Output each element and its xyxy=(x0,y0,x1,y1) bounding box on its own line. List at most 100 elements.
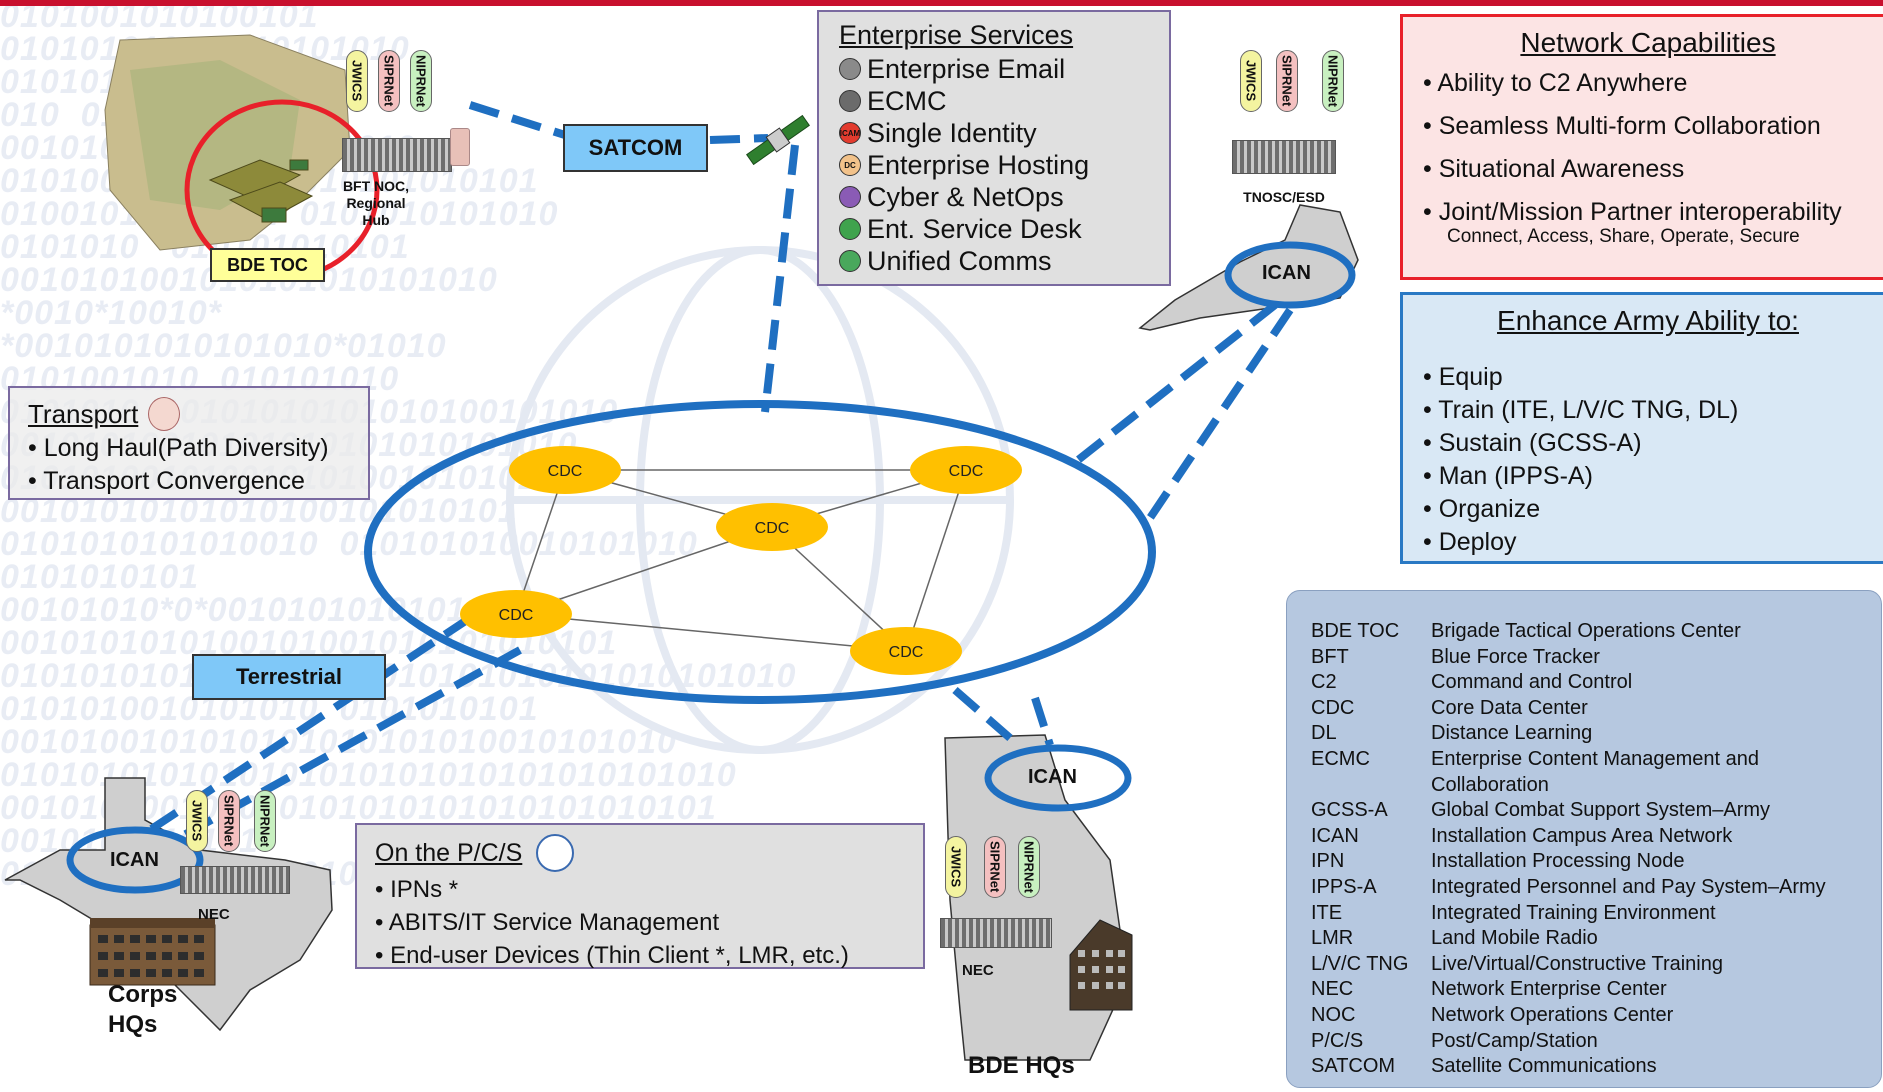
cdc-label: CDC xyxy=(499,607,534,624)
enhance-item: • Deploy xyxy=(1423,528,1517,556)
capability-item: • Situational Awareness xyxy=(1423,155,1685,183)
on-pcs-item: • ABITS/IT Service Management xyxy=(375,909,720,936)
enterprise-service-label: Ent. Service Desk xyxy=(867,213,1082,244)
siprnet-tag: SIPRNet xyxy=(218,790,240,852)
enterprise-service-item: Cyber & NetOps xyxy=(839,181,1169,213)
bde-toc-label: BDE TOC xyxy=(210,248,325,282)
legend-definition: Land Mobile Radio xyxy=(1431,927,1598,950)
legend-definition: Blue Force Tracker xyxy=(1431,645,1600,668)
legend-abbr: IPPS-A xyxy=(1311,875,1377,898)
enterprise-service-label: ECMC xyxy=(867,85,947,116)
enterprise-service-label: Enterprise Hosting xyxy=(867,149,1090,180)
service-desk-icon xyxy=(839,218,861,240)
transport-tower-icon xyxy=(148,397,181,431)
legend-row: L/V/C TNG Live/Virtual/Constructive Train… xyxy=(1311,952,1881,978)
enterprise-service-label: Single Identity xyxy=(867,117,1037,148)
jwics-tag: JWICS xyxy=(186,790,208,852)
nec-ga-label: NEC xyxy=(962,962,994,979)
enhance-item: • Equip xyxy=(1423,363,1503,391)
niprnet-tag: NIPRNet xyxy=(254,790,276,852)
legend-definition: Command and Control xyxy=(1431,671,1633,694)
core-network-ring xyxy=(364,400,1156,704)
legend-abbr: GCSS-A xyxy=(1311,799,1388,822)
on-pcs-title: On the P/C/S xyxy=(375,838,523,867)
legend-row: C2 Command and Control xyxy=(1311,670,1881,696)
legend-abbr: C2 xyxy=(1311,671,1337,694)
cdc-label: CDC xyxy=(889,644,924,661)
enhance-item: • Train (ITE, L/V/C TNG, DL) xyxy=(1423,396,1739,424)
legend-definition: Live/Virtual/Constructive Training xyxy=(1431,952,1723,975)
legend-row: IPPS-A Integrated Personnel and Pay Syste… xyxy=(1311,875,1881,901)
nec-tx-label: NEC xyxy=(198,906,230,923)
enhance-army-panel: Enhance Army Ability to: • Equip • Train… xyxy=(1400,292,1883,564)
cdc-node: CDC xyxy=(716,503,828,551)
legend-abbr: P/C/S xyxy=(1311,1029,1364,1052)
cdc-node: CDC xyxy=(850,627,962,675)
enterprise-service-label: Unified Comms xyxy=(867,245,1052,276)
legend-definition: Global Combat Support System–Army xyxy=(1431,799,1771,822)
legend-abbr: BDE TOC xyxy=(1311,620,1400,642)
jwics-tag: JWICS xyxy=(1240,50,1262,112)
capability-item: • Ability to C2 Anywhere xyxy=(1423,69,1688,97)
legend-definition: Integrated Personnel and Pay System–Army xyxy=(1431,875,1826,898)
ican-ring-tx xyxy=(66,826,204,894)
legend-definition: Post/Camp/Station xyxy=(1431,1029,1598,1052)
enterprise-service-item: Unified Comms xyxy=(839,245,1169,277)
dc-icon: DC xyxy=(839,154,861,176)
cdc-label: CDC xyxy=(548,463,583,480)
ican-ring-ga xyxy=(984,744,1132,812)
legend-row: ITE Integrated Training Environment xyxy=(1311,901,1881,927)
legend-abbr: ECMC xyxy=(1311,747,1370,770)
enhance-item: • Man (IPPS-A) xyxy=(1423,462,1593,490)
briefcase-icon xyxy=(839,186,861,208)
transport-item: • Transport Convergence xyxy=(28,467,305,495)
enterprise-services-title: Enterprise Services xyxy=(839,20,1074,50)
niprnet-tag: NIPRNet xyxy=(1018,836,1040,898)
cdc-node: CDC xyxy=(460,590,572,638)
base-icon xyxy=(536,834,575,872)
legend-abbr: NEC xyxy=(1311,978,1354,1001)
legend-abbr: ICAN xyxy=(1311,824,1359,847)
ican-ring-va xyxy=(1224,241,1356,309)
legend-abbr: ITE xyxy=(1311,901,1343,924)
legend-definition: Installation Processing Node xyxy=(1431,850,1685,873)
legend-abbr: L/V/C TNG xyxy=(1311,952,1409,975)
ican-ga-label: ICAN xyxy=(1028,766,1077,788)
legend-abbr: IPN xyxy=(1311,850,1345,873)
cdc-node: CDC xyxy=(910,446,1022,494)
transport-panel: Transport • Long Haul(Path Diversity) • … xyxy=(8,386,370,500)
nec-ga-server-icon xyxy=(940,918,1052,948)
network-capabilities-title: Network Capabilities xyxy=(1520,27,1776,58)
bde-hqs-label: BDE HQs xyxy=(968,1052,1075,1079)
virginia-map xyxy=(1138,204,1359,331)
network-capabilities-panel: Network Capabilities • Ability to C2 Any… xyxy=(1400,14,1883,280)
on-pcs-item: • End-user Devices (Thin Client *, LMR, … xyxy=(375,942,849,969)
email-icon xyxy=(839,58,861,80)
legend-definition: Integrated Training Environment xyxy=(1431,901,1716,924)
siprnet-tag: SIPRNet xyxy=(1276,50,1298,112)
legend-row: GCSS-A Global Combat Support System–Army xyxy=(1311,798,1881,824)
cdc-label: CDC xyxy=(755,520,790,537)
niprnet-tag: NIPRNet xyxy=(1322,50,1344,112)
legend-definition: Installation Campus Area Network xyxy=(1431,824,1733,847)
legend-abbr: SATCOM xyxy=(1311,1055,1396,1078)
legend-abbr: NOC xyxy=(1311,1003,1356,1026)
tnosc-server-icon xyxy=(1232,140,1336,174)
enhance-item: • Sustain (GCSS-A) xyxy=(1423,429,1642,457)
ecmc-icon xyxy=(839,90,861,112)
legend-row: IPN Installation Processing Node xyxy=(1311,849,1881,875)
on-pcs-item: • IPNs * xyxy=(375,876,459,903)
globe-watermark-icon xyxy=(506,246,1014,754)
tnosc-label: TNOSC/ESD xyxy=(1243,189,1325,205)
enhance-army-title: Enhance Army Ability to: xyxy=(1497,305,1799,336)
